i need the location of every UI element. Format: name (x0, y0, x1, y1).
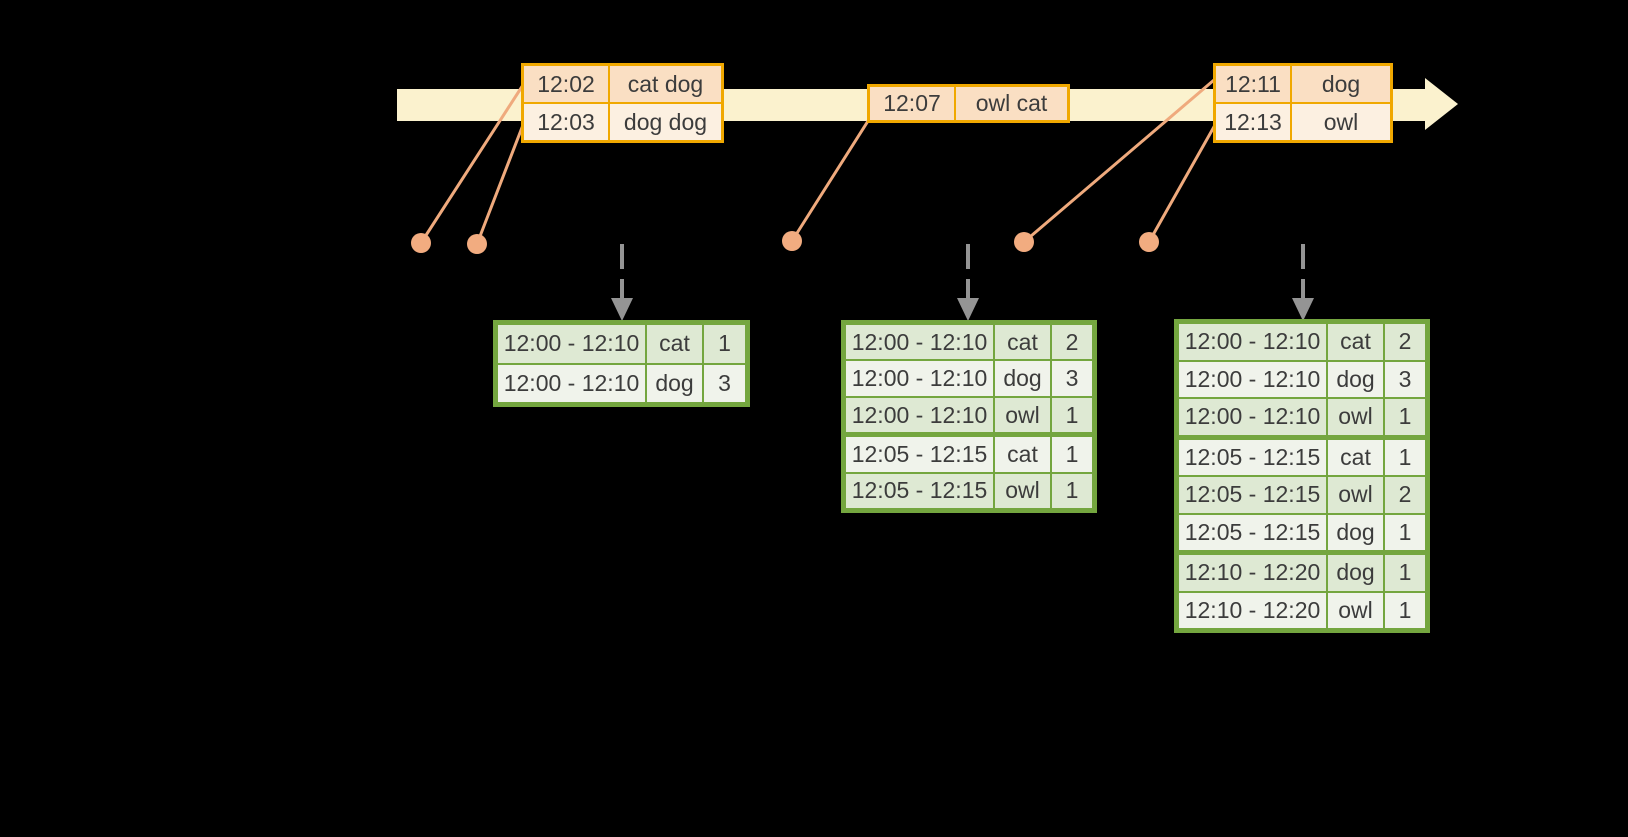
event-dot-icon (1014, 232, 1034, 252)
result-count: 1 (1385, 514, 1425, 550)
event-time: 12:13 (1216, 104, 1292, 140)
event-dot-icon (1139, 232, 1159, 252)
event-dot-icon (782, 231, 802, 251)
event-table-1: 12:02 cat dog 12:03 dog dog (521, 63, 724, 143)
event-dot-icon (467, 234, 487, 254)
event-row: 12:07 owl cat (870, 87, 1067, 120)
result-window: 12:00 - 12:10 (498, 325, 645, 363)
event-time: 12:07 (870, 87, 956, 120)
trigger-arrowhead-icon (1292, 298, 1314, 321)
result-window: 12:05 - 12:15 (846, 437, 993, 472)
result-count: 1 (1052, 473, 1092, 509)
result-row: 12:00 - 12:10 dog 3 (846, 361, 1092, 396)
result-count: 2 (1385, 324, 1425, 360)
result-window: 12:05 - 12:15 (1179, 514, 1326, 550)
result-row: 12:00 - 12:10 owl 1 (1179, 399, 1425, 435)
result-count: 1 (1052, 397, 1092, 433)
result-row: 12:05 - 12:15 cat 1 (1179, 439, 1425, 475)
result-row: 12:10 - 12:20 owl 1 (1179, 592, 1425, 628)
event-table-3: 12:11 dog 12:13 owl (1213, 63, 1393, 143)
result-count: 3 (1385, 361, 1425, 397)
event-connector-line (475, 123, 525, 246)
result-word: cat (647, 325, 702, 363)
event-dot-icon (411, 233, 431, 253)
result-table-3: 12:00 - 12:10 cat 2 12:00 - 12:10 dog 3 … (1174, 319, 1430, 633)
event-connector-line (419, 83, 525, 245)
result-count: 2 (1052, 325, 1092, 360)
result-count: 1 (1385, 555, 1425, 591)
result-count: 3 (704, 364, 745, 402)
result-window: 12:00 - 12:10 (1179, 399, 1326, 435)
event-time: 12:02 (524, 66, 610, 102)
event-row: 12:11 dog (1216, 66, 1390, 102)
result-word: owl (995, 397, 1050, 433)
result-window: 12:05 - 12:15 (1179, 439, 1326, 475)
result-word: owl (995, 473, 1050, 509)
result-row: 12:05 - 12:15 dog 1 (1179, 514, 1425, 550)
result-window: 12:10 - 12:20 (1179, 555, 1326, 591)
event-connector-line (1147, 123, 1217, 244)
result-word: cat (1328, 439, 1383, 475)
result-table-2: 12:00 - 12:10 cat 2 12:00 - 12:10 dog 3 … (841, 320, 1097, 513)
result-word: dog (1328, 555, 1383, 591)
result-word: owl (1328, 399, 1383, 435)
event-connector-line (1022, 78, 1216, 244)
result-window: 12:00 - 12:10 (1179, 361, 1326, 397)
event-words: dog (1321, 70, 1361, 97)
result-word: cat (995, 325, 1050, 360)
result-word: dog (647, 364, 702, 402)
event-words: dog dog (623, 108, 708, 135)
result-window: 12:05 - 12:15 (1179, 477, 1326, 513)
trigger-arrowhead-icon (957, 298, 979, 321)
result-window: 12:05 - 12:15 (846, 473, 993, 509)
result-word: owl (1328, 592, 1383, 628)
timeline-arrowhead-icon (1425, 78, 1458, 130)
result-row: 12:00 - 12:10 dog 3 (498, 364, 745, 402)
result-count: 1 (1052, 437, 1092, 472)
result-word: dog (1328, 514, 1383, 550)
result-row: 12:00 - 12:10 cat 2 (1179, 324, 1425, 360)
result-window: 12:00 - 12:10 (846, 325, 993, 360)
result-count: 1 (1385, 399, 1425, 435)
result-row: 12:05 - 12:15 cat 1 (846, 437, 1092, 472)
result-row: 12:05 - 12:15 owl 2 (1179, 477, 1425, 513)
result-row: 12:00 - 12:10 owl 1 (846, 397, 1092, 433)
result-window: 12:10 - 12:20 (1179, 592, 1326, 628)
event-row: 12:03 dog dog (524, 102, 721, 140)
result-window: 12:00 - 12:10 (846, 361, 993, 396)
result-row: 12:00 - 12:10 cat 1 (498, 325, 745, 363)
result-count: 2 (1385, 477, 1425, 513)
event-time: 12:11 (1216, 66, 1292, 102)
trigger-arrowhead-icon (611, 298, 633, 321)
result-table-1: 12:00 - 12:10 cat 1 12:00 - 12:10 dog 3 (493, 320, 750, 407)
result-row: 12:00 - 12:10 dog 3 (1179, 361, 1425, 397)
event-connector-line (790, 119, 870, 243)
event-row: 12:13 owl (1216, 102, 1390, 140)
result-word: dog (1328, 361, 1383, 397)
result-count: 1 (1385, 439, 1425, 475)
event-words: cat dog (627, 70, 704, 97)
event-words: owl (1323, 108, 1359, 135)
result-word: dog (995, 361, 1050, 396)
result-row: 12:05 - 12:15 owl 1 (846, 473, 1092, 509)
event-words: owl cat (975, 90, 1048, 116)
event-time: 12:03 (524, 104, 610, 140)
result-word: cat (1328, 324, 1383, 360)
result-count: 3 (1052, 361, 1092, 396)
result-count: 1 (1385, 592, 1425, 628)
result-window: 12:00 - 12:10 (846, 397, 993, 433)
result-word: cat (995, 437, 1050, 472)
result-row: 12:00 - 12:10 cat 2 (846, 325, 1092, 360)
result-word: owl (1328, 477, 1383, 513)
result-window: 12:00 - 12:10 (498, 364, 645, 402)
event-table-2: 12:07 owl cat (867, 84, 1070, 123)
event-row: 12:02 cat dog (524, 66, 721, 102)
result-count: 1 (704, 325, 745, 363)
result-row: 12:10 - 12:20 dog 1 (1179, 555, 1425, 591)
result-window: 12:00 - 12:10 (1179, 324, 1326, 360)
